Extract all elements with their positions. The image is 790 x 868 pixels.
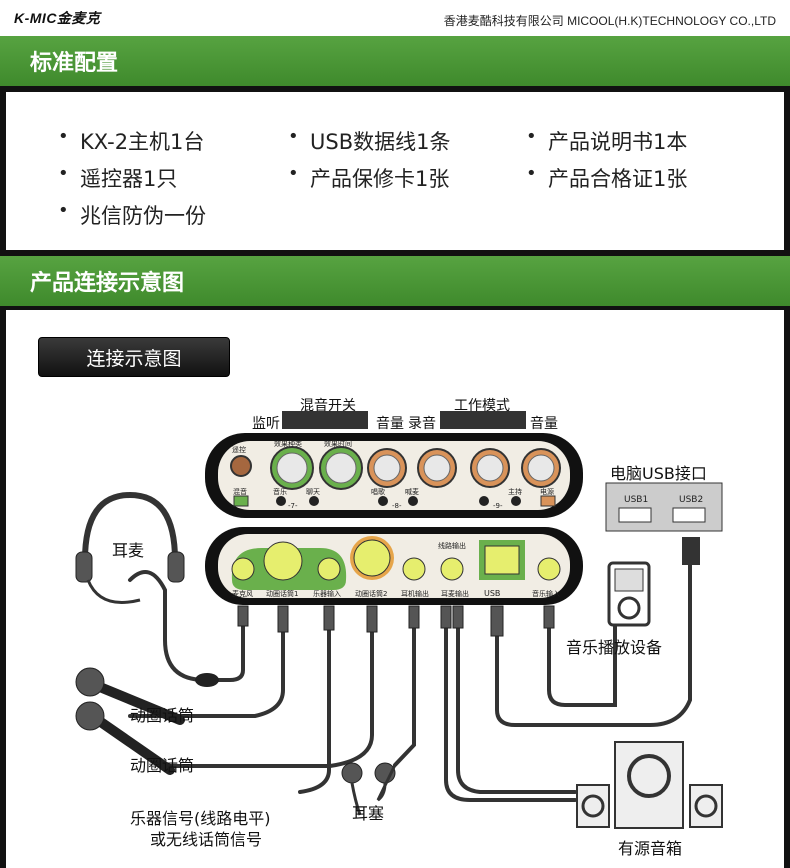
- list-item: 产品说明书1本: [526, 126, 687, 156]
- panel-label-n8: -8-: [392, 502, 402, 510]
- panel-label-mc: 主持: [508, 487, 522, 496]
- diagram-tag-label: 连接示意图: [86, 348, 182, 370]
- chat-button: [309, 496, 319, 506]
- mix-button: [233, 495, 249, 507]
- panel-label-shout: 喊麦: [405, 487, 419, 496]
- headphone-jack: [402, 557, 426, 581]
- label-pc-usb: 电脑USB接口: [610, 464, 707, 483]
- section2-header: 产品连接示意图: [0, 256, 790, 306]
- plug-dyn1: [277, 605, 289, 633]
- headset-cup-right: [167, 551, 185, 583]
- plug-mic: [237, 605, 249, 627]
- company-name: 香港麦酷科技有限公司 MICOOL(H.K)TECHNOLOGY CO.,LTD: [443, 14, 776, 28]
- power-button: [540, 495, 556, 507]
- speakers-icon: [576, 741, 723, 829]
- panel-label-earphone-out: 耳麦输出: [441, 589, 469, 598]
- label-headset: 耳麦: [112, 541, 145, 560]
- section1-header: 标准配置: [0, 36, 790, 86]
- brand-logo: K-MIC金麦克: [14, 10, 101, 26]
- section1-title: 标准配置: [30, 51, 119, 76]
- dyn-mic-b-icon: [75, 701, 175, 775]
- inst-in-jack: [317, 557, 341, 581]
- panel-label-sing: 唱歌: [371, 487, 385, 496]
- mix-switch-bar: [282, 411, 368, 429]
- label-earbuds: 耳塞: [352, 804, 385, 823]
- music-button: [276, 496, 286, 506]
- label-dyn-mic-a: 动圈话筒: [130, 706, 195, 725]
- panel-label-n9: -9-: [493, 502, 503, 510]
- usb2-slot: [672, 507, 706, 523]
- list-item: 遥控器1只: [58, 163, 177, 193]
- plug-inst: [323, 605, 335, 631]
- work-mode-switch-bar: [440, 411, 526, 429]
- label-volume1: 音量: [376, 416, 404, 432]
- remote-sensor: [230, 455, 252, 477]
- label-volume2: 音量: [530, 416, 558, 432]
- headset-splitter: [195, 673, 219, 687]
- label-work-mode: 工作模式: [454, 398, 510, 414]
- usb2-label: USB2: [679, 495, 703, 505]
- panel-label-line-out: 线路输出: [438, 541, 466, 550]
- usb1-label: USB1: [624, 495, 648, 505]
- shout-button: [408, 496, 418, 506]
- panel-label-effect-time: 效果时间: [324, 439, 352, 448]
- headset-cup-left: [75, 551, 93, 583]
- panel-label-mix: 混音: [233, 487, 247, 496]
- top-bar: K-MIC金麦克 香港麦酷科技有限公司 MICOOL(H.K)TECHNOLOG…: [0, 0, 790, 38]
- usb1-slot: [618, 507, 652, 523]
- list-item: 兆信防伪一份: [58, 200, 206, 230]
- list-item: 产品合格证1张: [526, 163, 687, 193]
- earbuds-icon: [341, 762, 397, 816]
- mc-button-a: [479, 496, 489, 506]
- plug-line-a: [440, 605, 452, 629]
- label-music-player: 音乐播放设备: [566, 638, 663, 657]
- panel-label-remote: 遥控: [232, 445, 246, 454]
- panel-label-effect-type: 效果种类: [274, 439, 302, 448]
- diagram-tag: 连接示意图: [38, 337, 230, 377]
- mc-button-b: [511, 496, 521, 506]
- label-monitor: 监听: [252, 416, 280, 432]
- list-item: 产品保修卡1张: [288, 163, 449, 193]
- section2-title: 产品连接示意图: [30, 271, 185, 296]
- panel-label-n7: -7-: [288, 502, 298, 510]
- plug-usb: [490, 605, 504, 637]
- dyn-mic-a-icon: [75, 667, 185, 725]
- panel-label-usb: USB: [484, 589, 500, 598]
- label-instrument-line1: 乐器信号(线路电平): [130, 809, 271, 828]
- dyn-mic1-jack: [263, 541, 303, 581]
- panel-label-music-in: 音乐输入: [532, 589, 560, 598]
- label-dyn-mic-b: 动圈话筒: [130, 756, 195, 775]
- sing-button: [378, 496, 388, 506]
- plug-music: [543, 605, 555, 629]
- label-speakers: 有源音箱: [618, 839, 683, 858]
- pc-usb-box: [605, 482, 723, 532]
- usb-cable-plug: [682, 537, 700, 565]
- panel-label-chat: 聊天: [306, 487, 320, 496]
- panel-label-music: 音乐: [273, 487, 287, 496]
- panel-label-headphone-out: 耳机输出: [401, 589, 429, 598]
- panel-label-mic: 麦克风: [232, 589, 253, 598]
- panel-label-dyn-mic2: 动圈话筒2: [355, 589, 387, 598]
- panel-label-dyn-mic1: 动圈话筒1: [266, 589, 298, 598]
- label-record: 录音: [408, 416, 436, 432]
- earphone-jack: [440, 557, 464, 581]
- panel-label-inst-in: 乐器输入: [313, 589, 341, 598]
- panel-label-power: 电源: [540, 487, 554, 496]
- list-item: USB数据线1条: [288, 126, 451, 156]
- headset-band: [82, 491, 178, 561]
- music-in-jack: [537, 557, 561, 581]
- plug-headphone: [408, 605, 420, 629]
- plug-dyn2: [366, 605, 378, 633]
- plug-line-b: [452, 605, 464, 629]
- list-item: KX-2主机1台: [58, 126, 204, 156]
- headset-mic-boom: [86, 579, 141, 604]
- mic-jack: [231, 557, 255, 581]
- label-mix-switch: 混音开关: [300, 398, 356, 414]
- label-instrument-line2: 或无线话筒信号: [150, 830, 263, 849]
